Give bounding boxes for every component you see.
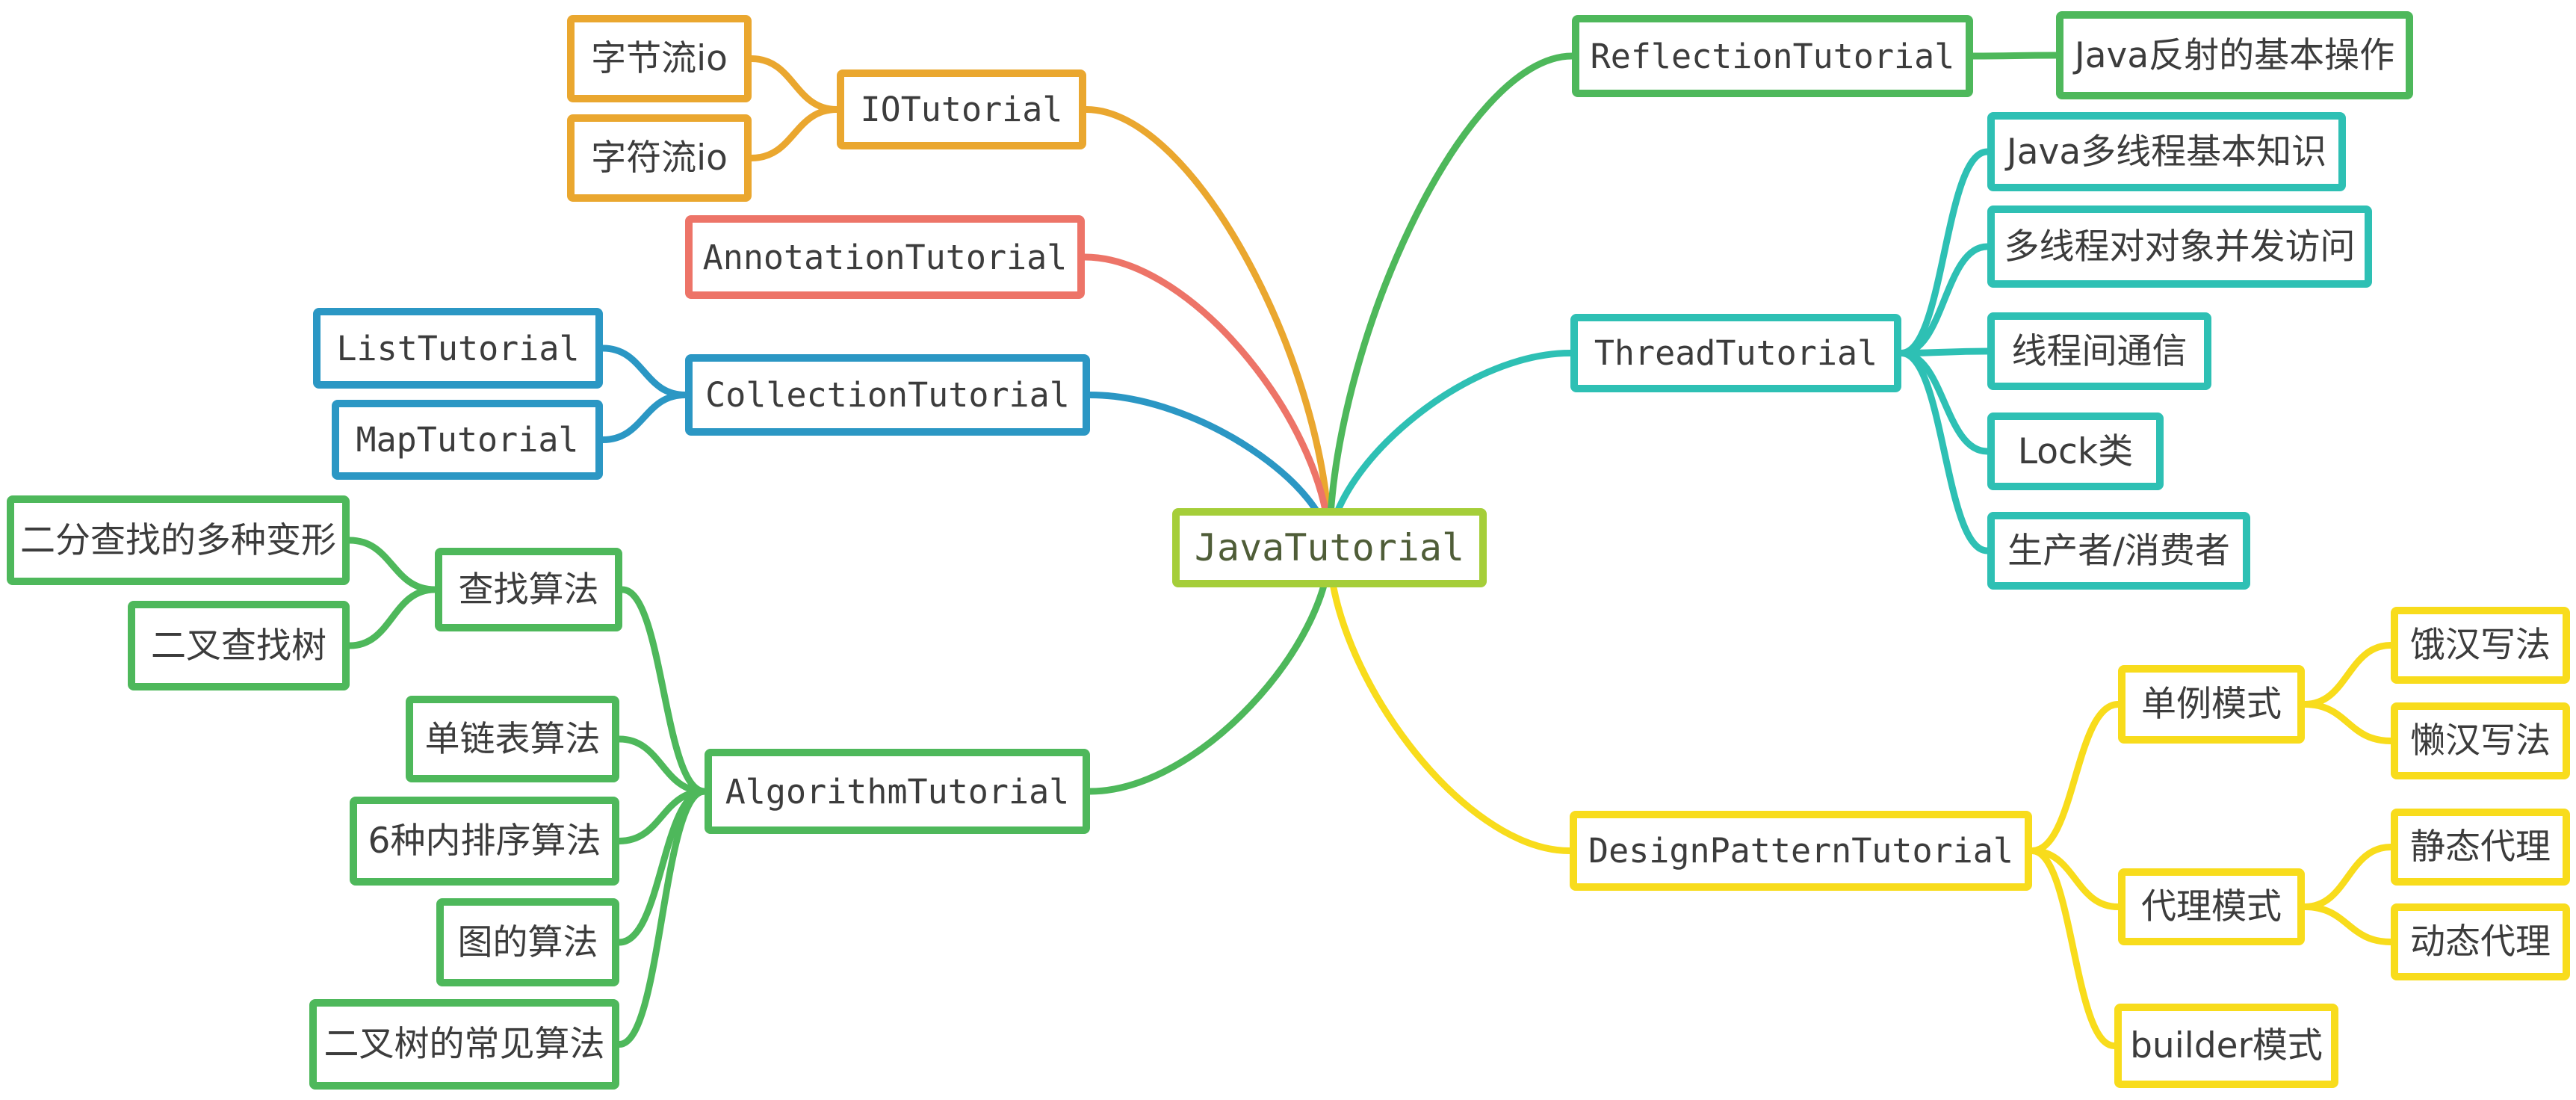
edge-d1-d11 [2301, 642, 2394, 708]
node-t3[interactable]: 线程间通信 [1987, 312, 2211, 390]
node-label-t5: 生产者/消费者 [2007, 530, 2230, 572]
node-root[interactable]: JavaTutorial [1172, 508, 1487, 587]
node-d12[interactable]: 懒汉写法 [2391, 702, 2570, 779]
edge-root-io [1083, 106, 1333, 551]
node-r1[interactable]: Java反射的基本操作 [2056, 11, 2413, 99]
edge-algo-search [619, 586, 708, 795]
node-s2[interactable]: 二叉查找树 [128, 601, 350, 690]
edge-dp-d1 [2028, 701, 2122, 854]
node-t1[interactable]: Java多线程基本知识 [1987, 112, 2346, 191]
node-a3[interactable]: 图的算法 [436, 898, 619, 986]
node-label-t1: Java多线程基本知识 [2006, 131, 2327, 173]
edge-dp-d2 [2028, 847, 2122, 910]
node-label-thread: ThreadTutorial [1594, 333, 1878, 373]
edge-dp-d3 [2028, 847, 2118, 1049]
node-label-t3: 线程间通信 [2011, 330, 2188, 372]
edge-thread-t2 [1898, 243, 1991, 356]
node-label-anno: AnnotationTutorial [702, 237, 1068, 277]
node-s1[interactable]: 二分查找的多种变形 [7, 495, 350, 585]
node-label-d12: 懒汉写法 [2410, 720, 2551, 761]
edge-thread-t1 [1898, 148, 1991, 356]
edge-refl-r1 [1969, 52, 2060, 60]
node-d21[interactable]: 静态代理 [2391, 809, 2570, 886]
edge-algo-a4 [616, 788, 708, 1048]
node-label-a4: 二叉树的常见算法 [323, 1024, 605, 1065]
edge-root-refl [1326, 52, 1576, 551]
node-label-t4: Lock类 [2017, 430, 2134, 472]
edge-coll-list [599, 344, 689, 398]
node-d3[interactable]: builder模式 [2114, 1004, 2338, 1088]
node-label-t2: 多线程对对象并发访问 [2004, 226, 2356, 268]
node-io1[interactable]: 字节流io [567, 15, 752, 102]
edge-d1-d12 [2301, 701, 2394, 744]
edge-search-s2 [346, 586, 439, 649]
node-a4[interactable]: 二叉树的常见算法 [309, 999, 619, 1090]
node-refl[interactable]: ReflectionTutorial [1572, 15, 1973, 97]
node-label-d21: 静态代理 [2410, 826, 2551, 868]
edge-d2-d21 [2301, 844, 2394, 910]
edge-d2-d22 [2301, 903, 2394, 945]
node-algo[interactable]: AlgorithmTutorial [705, 749, 1090, 834]
edge-thread-t5 [1898, 350, 1991, 554]
node-label-r1: Java反射的基本操作 [2074, 34, 2395, 76]
edge-root-anno [1081, 253, 1333, 551]
node-d22[interactable]: 动态代理 [2391, 903, 2570, 980]
node-label-a3: 图的算法 [457, 921, 598, 963]
node-t5[interactable]: 生产者/消费者 [1987, 512, 2250, 590]
node-label-d2: 代理模式 [2141, 886, 2282, 927]
node-label-a1: 单链表算法 [424, 718, 601, 760]
node-label-d3: builder模式 [2130, 1025, 2323, 1066]
node-label-d11: 饿汉写法 [2410, 625, 2551, 666]
node-list[interactable]: ListTutorial [313, 308, 603, 389]
node-label-root: JavaTutorial [1194, 526, 1465, 569]
node-label-refl: ReflectionTutorial [1590, 36, 1955, 76]
edge-root-algo [1086, 544, 1333, 795]
node-label-map: MapTutorial [356, 420, 579, 460]
node-anno[interactable]: AnnotationTutorial [685, 215, 1085, 299]
edge-root-dp [1326, 544, 1573, 854]
node-label-coll: CollectionTutorial [705, 375, 1070, 415]
node-label-io1: 字节流io [591, 38, 728, 79]
node-label-algo: AlgorithmTutorial [725, 771, 1070, 812]
node-label-dp: DesignPatternTutorial [1588, 831, 2013, 871]
node-d2[interactable]: 代理模式 [2118, 868, 2305, 945]
node-label-io: IOTutorial [860, 90, 1063, 129]
node-thread[interactable]: ThreadTutorial [1570, 314, 1901, 392]
node-label-d22: 动态代理 [2410, 921, 2551, 962]
node-search[interactable]: 查找算法 [435, 548, 622, 631]
node-t4[interactable]: Lock类 [1987, 412, 2164, 490]
node-a2[interactable]: 6种内排序算法 [350, 797, 619, 886]
node-coll[interactable]: CollectionTutorial [685, 354, 1090, 436]
node-d11[interactable]: 饿汉写法 [2391, 607, 2570, 684]
edge-io-io2 [748, 106, 840, 161]
edge-algo-a1 [616, 735, 708, 795]
node-label-a2: 6种内排序算法 [368, 821, 601, 862]
node-label-list: ListTutorial [336, 328, 580, 368]
edge-coll-map [599, 392, 689, 443]
node-a1[interactable]: 单链表算法 [406, 696, 619, 782]
node-t2[interactable]: 多线程对对象并发访问 [1987, 206, 2372, 288]
node-d1[interactable]: 单例模式 [2118, 665, 2305, 744]
edge-io-io1 [748, 55, 840, 113]
node-map[interactable]: MapTutorial [332, 400, 603, 480]
node-label-s2: 二叉查找树 [151, 625, 326, 667]
node-io2[interactable]: 字符流io [567, 114, 752, 202]
node-label-search: 查找算法 [458, 569, 599, 611]
node-io[interactable]: IOTutorial [837, 69, 1086, 149]
node-label-io2: 字符流io [591, 138, 728, 179]
edge-search-s1 [346, 537, 439, 593]
node-label-s1: 二分查找的多种变形 [20, 519, 336, 561]
node-dp[interactable]: DesignPatternTutorial [1570, 811, 2032, 891]
node-label-d1: 单例模式 [2141, 684, 2282, 725]
